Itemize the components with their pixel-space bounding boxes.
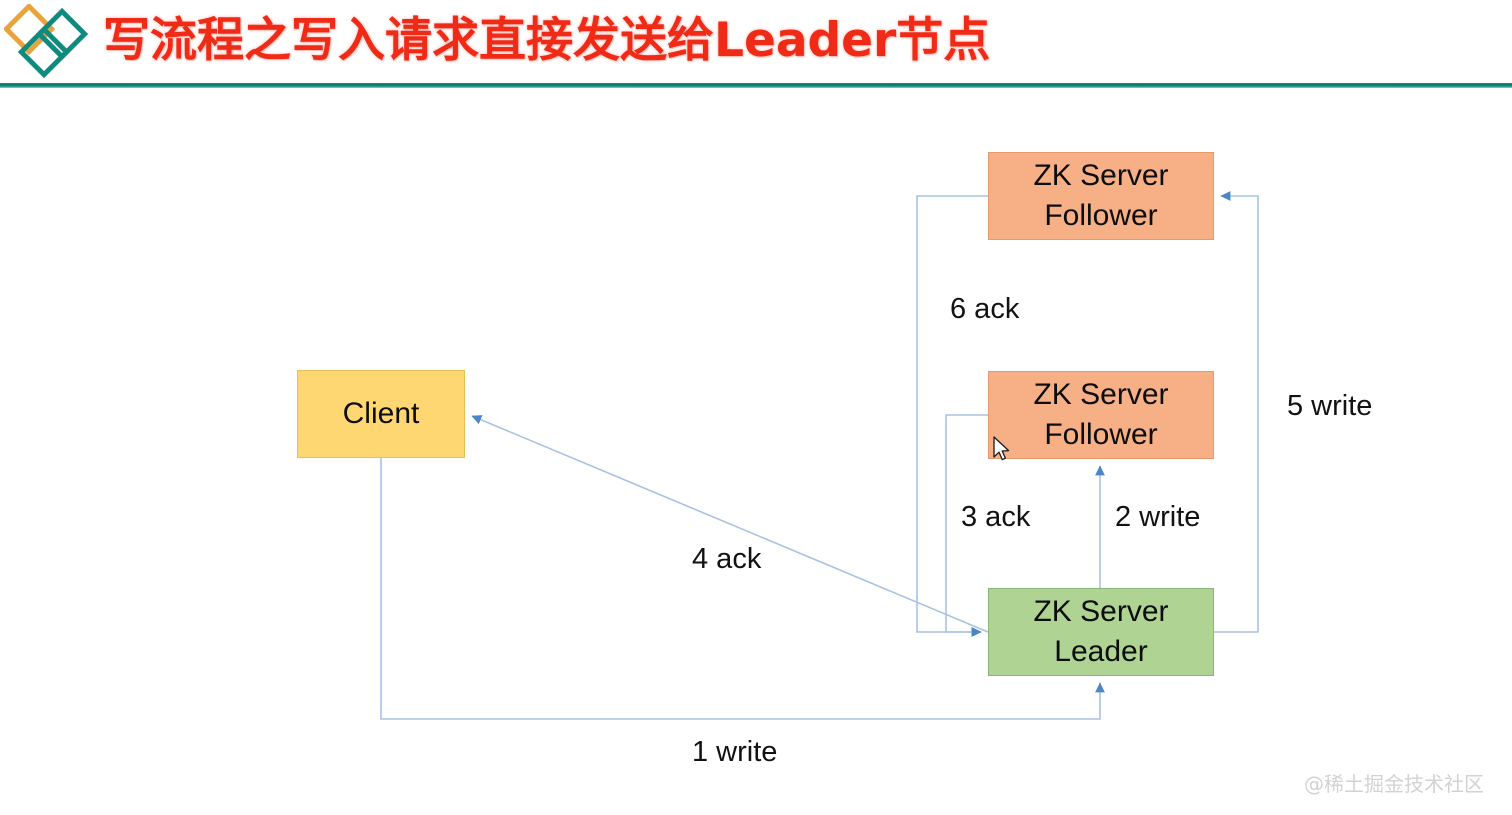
edge-5-write xyxy=(1214,191,1259,633)
diagram-connectors xyxy=(380,191,1259,720)
edge-label-4-ack: 4 ack xyxy=(692,543,762,575)
diamonds-logo xyxy=(2,2,96,84)
edge-label-1-write: 1 write xyxy=(692,736,778,768)
mouse-pointer-icon xyxy=(993,436,1015,466)
edge-label-2-write: 2 write xyxy=(1115,501,1201,533)
edge-label-3-ack: 3 ack xyxy=(961,501,1031,533)
edge-label-6-ack: 6 ack xyxy=(950,293,1020,325)
node-line-2: Leader xyxy=(1054,635,1148,668)
zk-server-follower-top[interactable]: ZK Server Follower xyxy=(988,152,1214,240)
page-title: 写流程之写入请求直接发送给Leader节点 xyxy=(103,13,991,68)
node-line-1: Client xyxy=(342,397,420,431)
edge-4-ack xyxy=(471,415,989,633)
edge-1-write xyxy=(380,458,1105,720)
zk-server-follower-middle[interactable]: ZK Server Follower xyxy=(988,371,1214,459)
edge-6-ack xyxy=(916,195,988,637)
node-line-1: ZK Server xyxy=(1033,378,1169,412)
node-line-2: Follower xyxy=(1044,418,1158,451)
diagram-canvas: ZK Server Follower ZK Server Follower ZK… xyxy=(0,88,1512,815)
zk-server-leader[interactable]: ZK Server Leader xyxy=(988,588,1214,676)
watermark-text: @稀土掘金技术社区 xyxy=(1304,772,1484,796)
edge-label-5-write: 5 write xyxy=(1287,390,1373,422)
node-line-2: Follower xyxy=(1044,199,1158,232)
slide-header: 写流程之写入请求直接发送给Leader节点 xyxy=(0,0,1512,88)
node-line-1: ZK Server xyxy=(1033,159,1169,193)
client-node[interactable]: Client xyxy=(297,370,465,458)
node-line-1: ZK Server xyxy=(1033,595,1169,629)
header-divider xyxy=(0,83,1512,88)
